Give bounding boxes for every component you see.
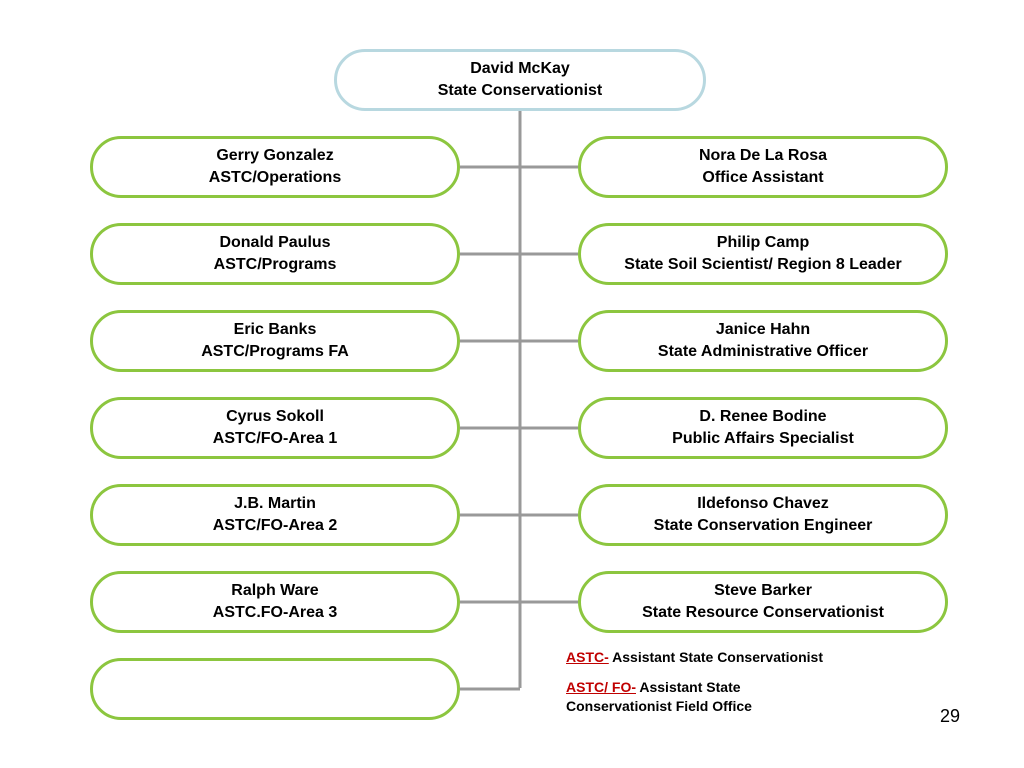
person-name: Donald Paulus [219, 234, 331, 251]
person-name: D. Renee Bodine [699, 408, 827, 425]
person-name: Gerry Gonzalez [216, 147, 334, 164]
person-name: Janice Hahn [715, 321, 811, 338]
legend-text: Assistant State Conservationist Field Of… [566, 679, 752, 714]
person-name: Nora De La Rosa [698, 147, 828, 164]
person-name: Ralph Ware [231, 582, 319, 599]
person-title: ASTC/Operations [208, 169, 342, 186]
top-title: State Conservationist [437, 82, 603, 99]
person-title: Office Assistant [702, 169, 824, 186]
person-title: State Soil Scientist/ Region 8 Leader [624, 256, 902, 273]
person-title: ASTC/Programs FA [201, 343, 349, 360]
person-title: ASTC/Programs [213, 256, 337, 273]
person-title: State Conservation Engineer [653, 517, 873, 534]
legend-item-2: ASTC/ FO- Assistant State Conservationis… [566, 678, 806, 716]
legend-item-1: ASTC- Assistant State Conservationist [566, 648, 896, 667]
person-name: Ildefonso Chavez [697, 495, 829, 512]
top-name: David McKay [470, 60, 570, 77]
person-title: Public Affairs Specialist [672, 430, 854, 447]
person-name: Philip Camp [716, 234, 810, 251]
person-title: ASTC/FO-Area 1 [212, 430, 338, 447]
legend-abbr: ASTC- [566, 649, 609, 665]
person-title: ASTC.FO-Area 3 [212, 604, 338, 621]
person-name: Cyrus Sokoll [226, 408, 324, 425]
person-title: ASTC/FO-Area 2 [212, 517, 338, 534]
person-title: State Resource Conservationist [642, 604, 884, 621]
legend-abbr: ASTC/ FO- [566, 679, 636, 695]
top-box: David McKay State Conservationist [334, 49, 706, 111]
person-name: J.B. Martin [234, 495, 316, 512]
person-title: State Administrative Officer [657, 343, 869, 360]
person-name: Eric Banks [233, 321, 317, 338]
page-number: 29 [940, 706, 961, 726]
left-box-7 [90, 658, 460, 720]
legend-text: Assistant State Conservationist [612, 649, 823, 665]
person-name: Steve Barker [714, 582, 812, 599]
